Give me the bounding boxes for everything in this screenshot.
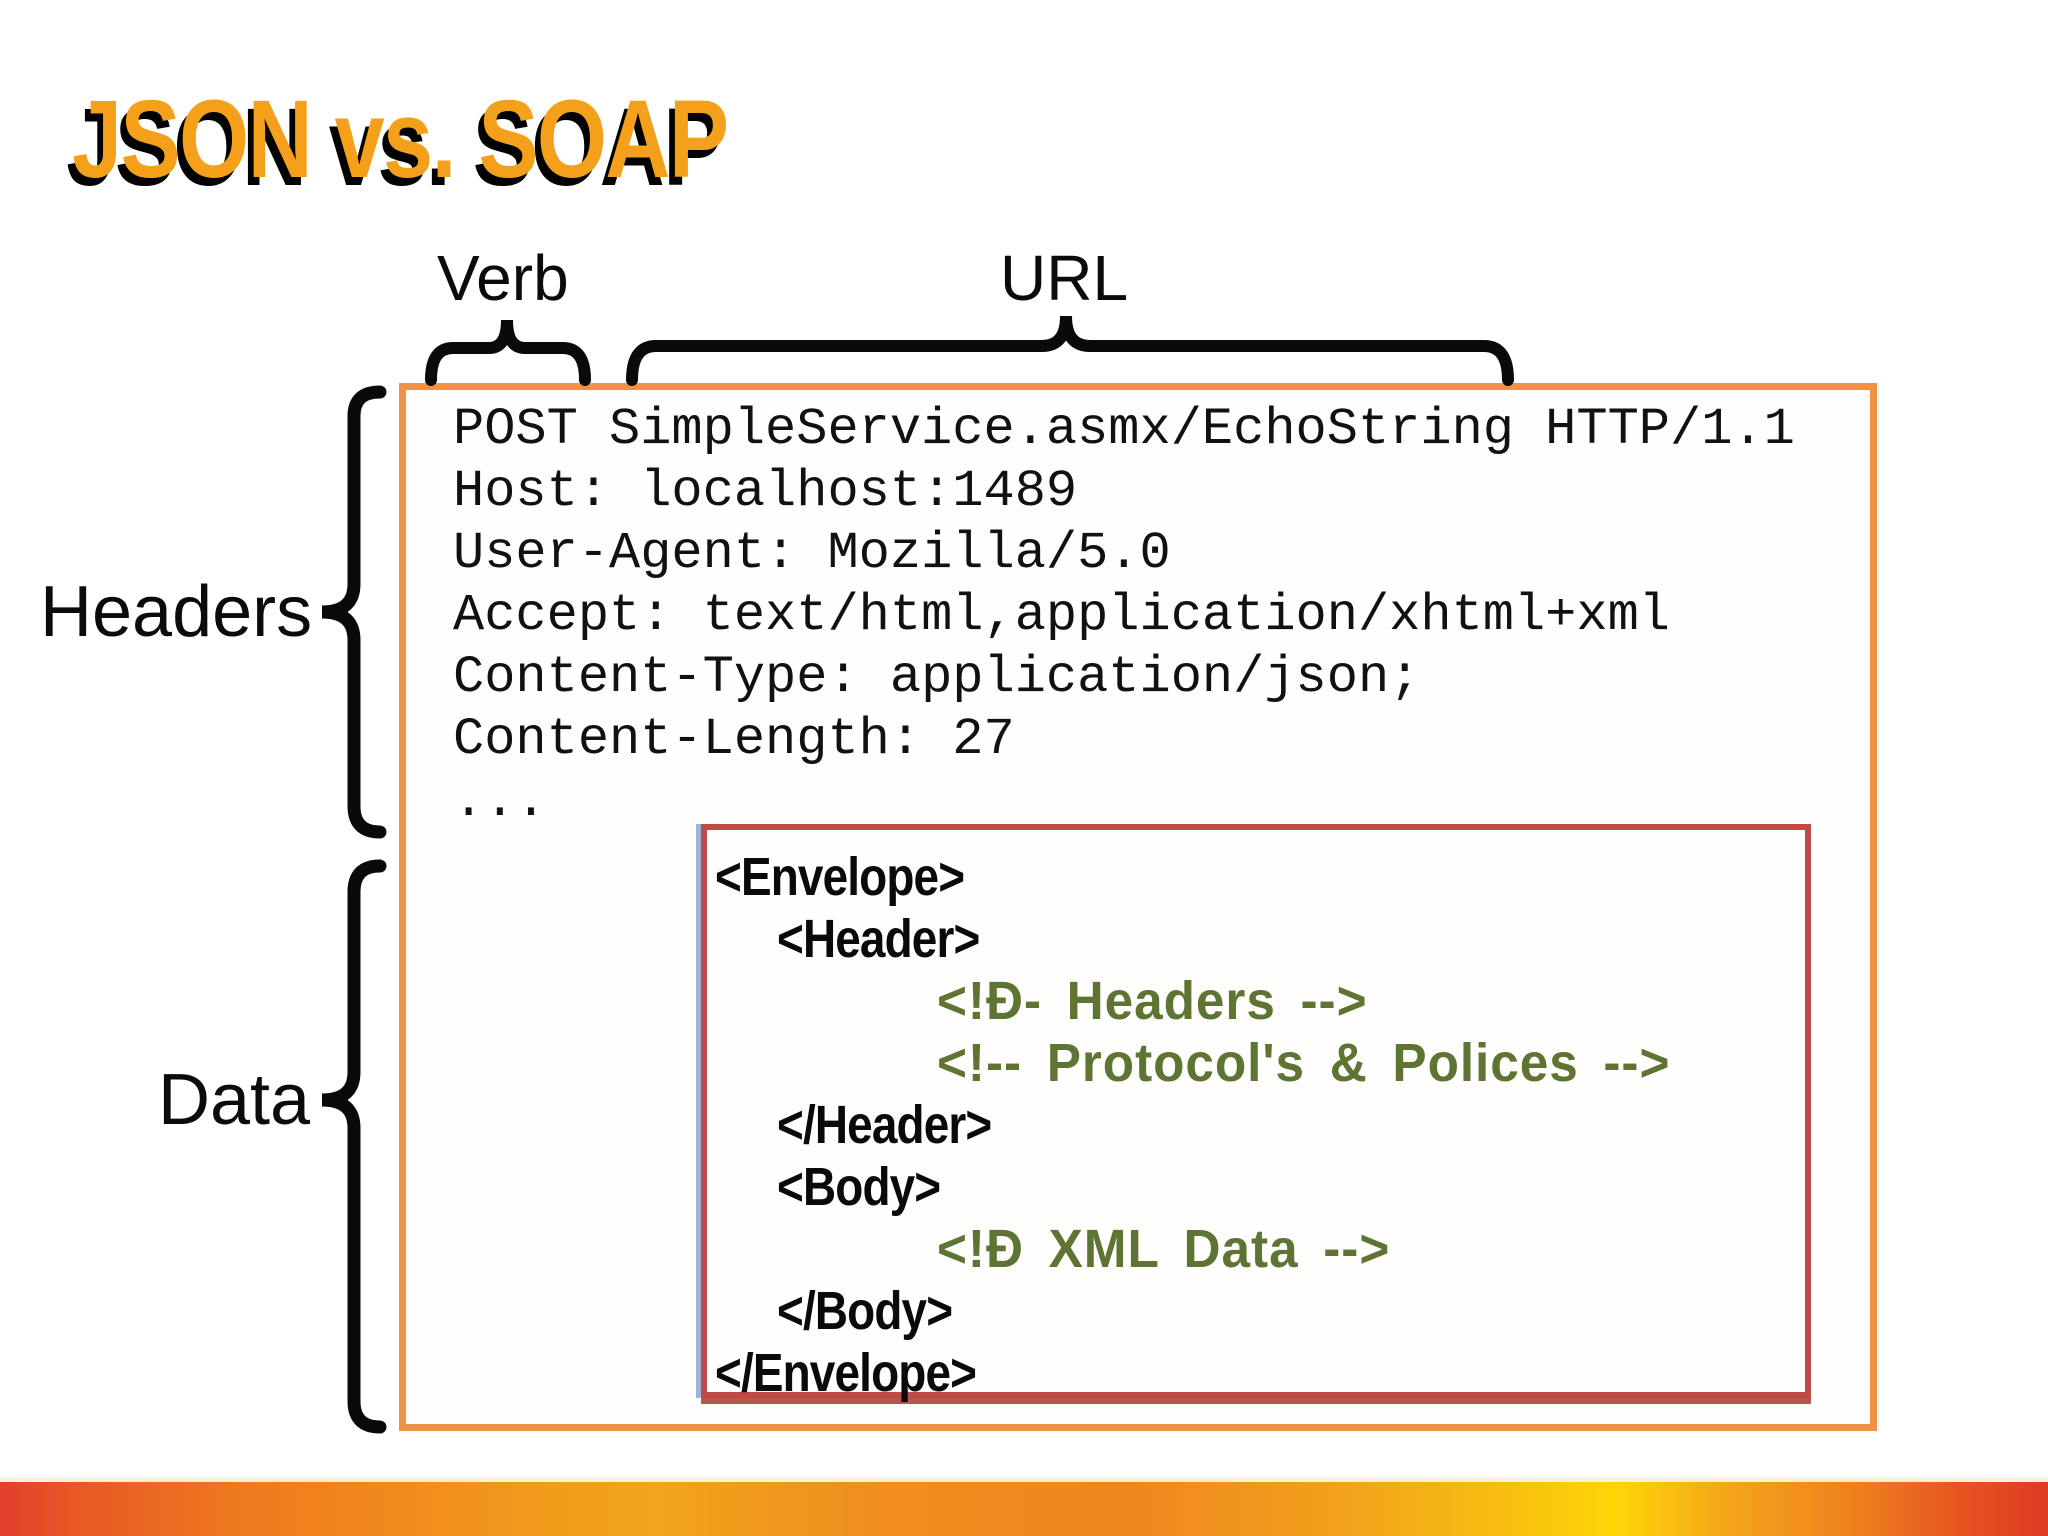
- bottom-gradient-bar: [0, 1477, 2048, 1536]
- http-request-line: Accept: text/html,application/xhtml+xml: [453, 586, 1670, 645]
- http-request-line: ...: [453, 772, 547, 831]
- http-request-line: Host: localhost:1489: [453, 462, 1078, 521]
- soap-envelope-comment-line: <!Ð XML Data -->: [937, 1219, 1391, 1279]
- slide-title: JSON vs. SOAP: [72, 78, 729, 201]
- headers-brace: [321, 385, 387, 839]
- data-label: Data: [158, 1060, 311, 1140]
- http-request-line: POST SimpleService.asmx/EchoString HTTP/…: [453, 400, 1795, 459]
- headers-label: Headers: [40, 572, 313, 652]
- soap-envelope-line: </Envelope>: [715, 1343, 977, 1403]
- soap-envelope-line: <Header>: [777, 909, 980, 969]
- soap-envelope-box: <Envelope> <Header> <!Ð- Headers --> <!-…: [696, 824, 1811, 1403]
- soap-envelope-line: <Body>: [777, 1157, 941, 1217]
- soap-envelope-line: </Header>: [777, 1095, 992, 1155]
- http-request-line: Content-Type: application/json;: [453, 648, 1421, 707]
- data-brace: [321, 859, 387, 1434]
- http-request-line: User-Agent: Mozilla/5.0: [453, 524, 1171, 583]
- verb-label: Verb: [437, 242, 569, 314]
- url-brace: [626, 315, 1514, 386]
- url-label: URL: [1000, 242, 1129, 314]
- http-request-lines: POST SimpleService.asmx/EchoString HTTP/…: [453, 399, 1795, 833]
- http-request-line: Content-Length: 27: [453, 710, 1015, 769]
- verb-brace: [425, 319, 591, 386]
- soap-envelope-comment-line: <!Ð- Headers -->: [937, 971, 1368, 1031]
- soap-envelope-comment-line: <!-- Protocol's & Polices -->: [937, 1033, 1671, 1093]
- soap-envelope-line: <Envelope>: [715, 847, 965, 907]
- soap-envelope-line: </Body>: [777, 1281, 953, 1341]
